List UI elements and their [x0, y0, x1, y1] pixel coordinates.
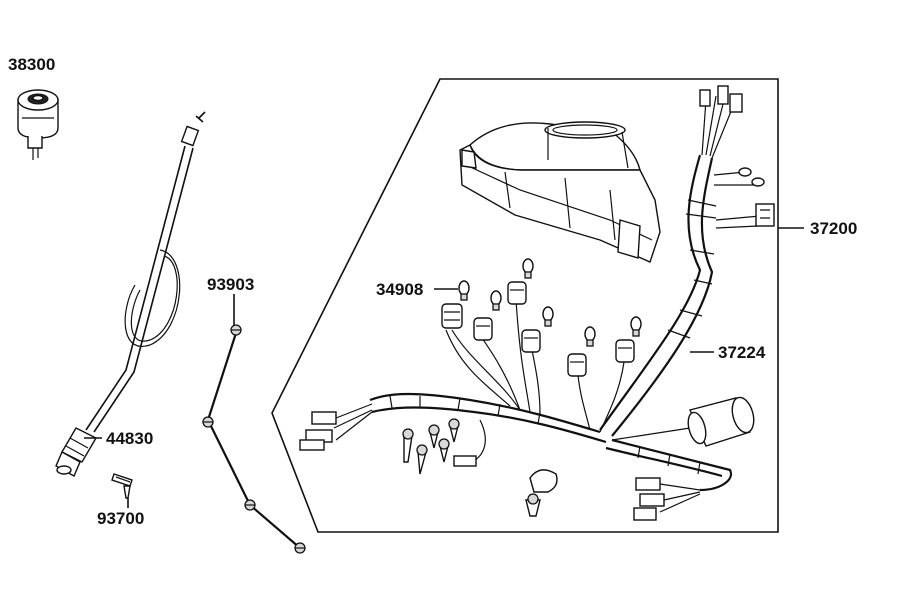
bulb-5: [584, 326, 596, 347]
bulb-6: [630, 316, 642, 337]
label-34908: 34908: [376, 280, 423, 299]
part-93903-screws[interactable]: [202, 324, 306, 554]
socket-3: [507, 281, 527, 305]
socket-4: [521, 329, 541, 353]
bulb-3: [522, 258, 534, 279]
label-93903: 93903: [207, 275, 254, 294]
label-38300: 38300: [8, 55, 55, 74]
part-37224-wiring-harness[interactable]: [299, 85, 775, 521]
bulb-1: [458, 280, 470, 301]
label-93700: 93700: [97, 509, 144, 528]
socket-6: [615, 339, 635, 363]
label-37224: 37224: [718, 343, 766, 362]
part-44830-speedo-cable[interactable]: [55, 111, 206, 477]
bulb-4: [542, 306, 554, 327]
bulb-2: [490, 290, 502, 311]
part-34908-bulbs[interactable]: [458, 258, 642, 347]
label-44830: 44830: [106, 429, 153, 448]
socket-1: [441, 303, 463, 329]
part-38300-switch[interactable]: [17, 89, 59, 160]
socket-2: [473, 317, 493, 341]
socket-5: [567, 353, 587, 377]
part-37200-meter-housing[interactable]: [459, 121, 661, 263]
label-37200: 37200: [810, 219, 857, 238]
bulb-sockets[interactable]: [441, 281, 635, 377]
assembly-frame: [271, 78, 779, 533]
part-93700-screw[interactable]: [111, 473, 133, 499]
